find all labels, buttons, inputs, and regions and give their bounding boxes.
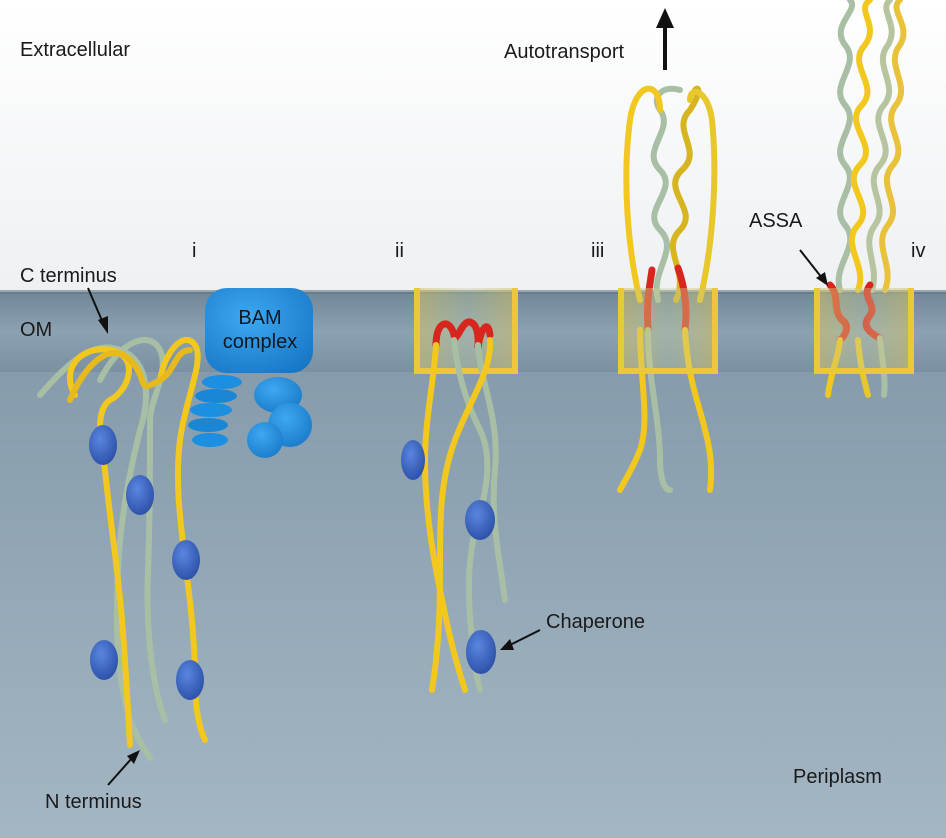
stage-i-yellow-loop [67,347,193,403]
stage-i-chaperone-5 [176,660,204,700]
stage-ii-yellow-strand-2 [429,337,494,693]
stage-i-chaperone-1 [89,425,117,465]
stage-iii-right-loop [687,88,718,303]
arrows [87,8,828,786]
n-terminus-arrow-head [127,750,140,764]
bam-potra-1 [202,375,242,389]
bam-label-line1: BAM [238,307,282,329]
stage-iii-yellow-helix [669,85,702,303]
stage-i-green-strand-2 [97,337,168,723]
stage-iv-green-helix-2 [866,0,895,293]
stage-iii-label: iii [591,240,605,262]
stage-ii-chaperone-1 [401,440,425,480]
stage-i-chaperone-2 [126,475,154,515]
stage-ii-red-hairpin [432,318,494,349]
assa-label: ASSA [749,210,803,232]
c-terminus-label: C terminus [20,265,117,287]
periplasm-label: Periplasm [793,766,882,788]
chaperone-arrow-head [500,639,514,650]
autotransport-arrow-head [656,8,674,28]
stage-iv-green-helix [835,0,855,293]
stage-iii-yellow-loop [623,85,663,303]
stage-ii-barrel [414,288,518,374]
c-terminus-arrow-head [98,316,108,334]
chaperone-label: Chaperone [546,611,645,633]
stage-iv-barrel [814,288,914,374]
bam-potra-4 [188,418,228,432]
bam-label-line2: complex [222,331,298,353]
stage-iv-yellow-helix [848,0,873,293]
stage-ii-chaperone-2 [465,500,495,540]
chaperone-arrow-shaft [509,629,541,646]
bam-potra-3 [190,403,232,417]
stage-ii-chaperone-3 [466,630,496,674]
stage-iv-label: iv [911,240,926,262]
periplasm-region [0,372,946,838]
bam-potra-2 [195,389,237,403]
assa-arrow-head [816,272,828,286]
bam-barrel [205,288,313,373]
stage-iv-yellow-helix-2 [879,0,907,293]
stage-ii-yellow-strand-1 [421,342,468,693]
stage-iii-barrel [618,288,718,374]
extracellular-region [0,0,946,292]
n-terminus-label: N terminus [45,791,142,813]
autotransport-label: Autotransport [504,41,625,63]
bam-lipoprotein-3 [247,422,283,458]
extracellular-label: Extracellular [20,39,131,61]
stage-ii-label: ii [395,240,404,262]
bam-complex-label: BAM complex [208,306,312,354]
bam-potra-5 [192,433,228,447]
stage-i-label: i [192,240,197,262]
membrane-label: OM [20,319,53,341]
stage-i-chaperone-4 [90,640,118,680]
bam-complex [188,288,313,458]
stage-i-chaperone-3 [172,540,200,580]
n-terminus-arrow-shaft [107,757,133,786]
assa-arrow-shaft [799,249,823,279]
c-terminus-arrow-shaft [87,287,104,324]
